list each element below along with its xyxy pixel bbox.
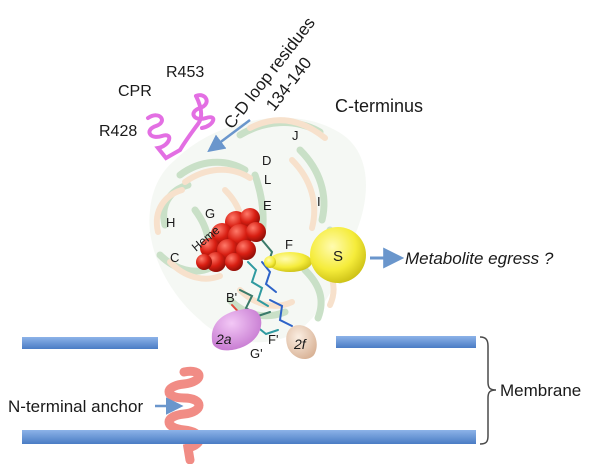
channel-s-label: S — [333, 248, 343, 265]
membrane-bracket — [479, 336, 497, 445]
c-terminus-label: C-terminus — [335, 96, 423, 116]
channel-2f — [286, 325, 317, 360]
helix-b-prime: B' — [226, 290, 237, 305]
helix-j: J — [292, 128, 299, 143]
helix-g: G — [205, 206, 215, 221]
channel-2f-label: 2f — [293, 336, 308, 352]
membrane-label: Membrane — [500, 381, 581, 400]
helix-i: I — [317, 194, 321, 209]
membrane-top-right — [336, 336, 476, 348]
membrane-bottom — [22, 430, 476, 444]
channel-s — [264, 227, 366, 283]
n-terminal-anchor-label: N-terminal anchor — [8, 397, 143, 416]
channel-2a — [211, 308, 262, 351]
cd-loop-arrow — [207, 119, 251, 153]
heme-spheres — [196, 208, 266, 272]
membrane-bars — [22, 336, 476, 444]
helix-e: E — [263, 198, 272, 213]
helix-f-prime: F' — [268, 332, 278, 347]
helix-l: L — [264, 172, 271, 187]
r453-label: R453 — [166, 64, 204, 81]
helix-f: F — [285, 237, 293, 252]
helix-g-prime: G' — [250, 346, 263, 361]
metabolite-egress-label: Metabolite egress ? — [405, 249, 554, 268]
membrane-top-left — [22, 337, 158, 349]
helix-d: D — [262, 153, 271, 168]
cpr-helices — [146, 93, 216, 161]
r428-label: R428 — [99, 123, 137, 140]
anchor-helix — [164, 366, 204, 464]
helix-h: H — [166, 215, 175, 230]
helix-letters: J D L E I G H C F B' F' G' — [166, 128, 321, 361]
helix-c: C — [170, 250, 179, 265]
channel-2a-label: 2a — [215, 331, 232, 347]
cpr-label: CPR — [118, 83, 152, 100]
